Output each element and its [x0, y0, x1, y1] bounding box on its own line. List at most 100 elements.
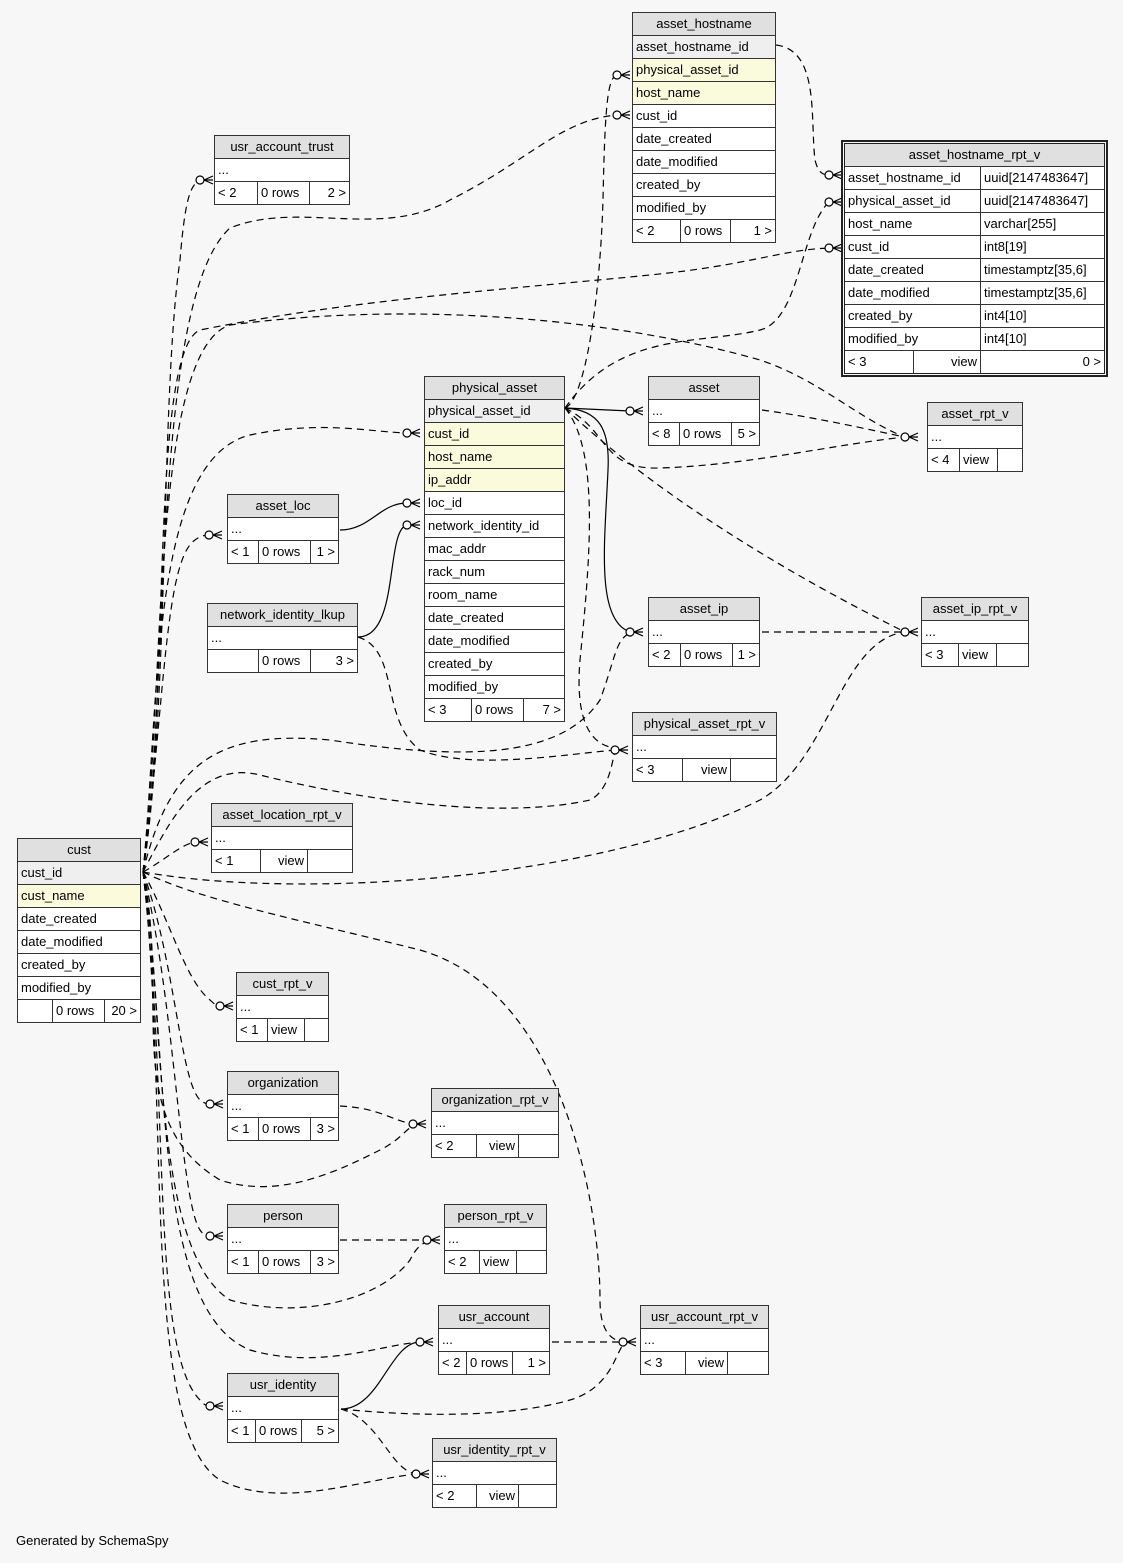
column-row[interactable]: ...: [228, 1228, 338, 1251]
table-title[interactable]: person: [228, 1205, 338, 1228]
table-title[interactable]: asset_hostname: [633, 13, 775, 36]
column-row[interactable]: ip_addr: [425, 469, 564, 492]
column-row[interactable]: mac_addr: [425, 538, 564, 561]
children-count[interactable]: 1 >: [730, 220, 775, 242]
column-row[interactable]: ...: [228, 1397, 338, 1420]
column-row[interactable]: cust_id: [18, 862, 140, 885]
column-row[interactable]: ...: [928, 426, 1022, 449]
parents-count[interactable]: < 1: [231, 544, 250, 559]
column-row[interactable]: host_name: [633, 82, 775, 105]
column-row[interactable]: ...: [237, 996, 328, 1019]
table-title[interactable]: cust_rpt_v: [237, 973, 328, 996]
column-row[interactable]: ...: [228, 518, 338, 541]
children-count[interactable]: [518, 1135, 558, 1157]
parents-count[interactable]: < 3: [848, 354, 867, 369]
column-row[interactable]: ...: [432, 1112, 558, 1135]
table-title[interactable]: asset_loc: [228, 495, 338, 518]
children-count[interactable]: [730, 759, 776, 781]
column-row[interactable]: modified_by: [633, 197, 775, 220]
column-row[interactable]: ...: [433, 1462, 556, 1485]
column-row[interactable]: ...: [445, 1228, 546, 1251]
column-row[interactable]: ...: [922, 621, 1028, 644]
children-count[interactable]: [996, 644, 1028, 666]
column-row[interactable]: date_created: [633, 128, 775, 151]
children-count[interactable]: [997, 449, 1022, 471]
column-row[interactable]: cust_id: [633, 105, 775, 128]
column-row[interactable]: network_identity_id: [425, 515, 564, 538]
column-row[interactable]: ...: [633, 736, 776, 759]
column-row[interactable]: ...: [208, 627, 357, 650]
children-count[interactable]: 20 >: [104, 1000, 140, 1022]
table-title[interactable]: organization: [228, 1072, 338, 1095]
parents-count[interactable]: < 4: [931, 452, 950, 467]
column-row[interactable]: created_by: [633, 174, 775, 197]
parents-count[interactable]: < 1: [231, 1423, 250, 1438]
column-row[interactable]: created_by: [18, 954, 140, 977]
table-title[interactable]: organization_rpt_v: [432, 1089, 558, 1112]
parents-count[interactable]: < 2: [442, 1355, 461, 1370]
table-title[interactable]: usr_identity_rpt_v: [433, 1439, 556, 1462]
children-count[interactable]: [307, 850, 352, 872]
table-title[interactable]: asset_ip_rpt_v: [922, 598, 1028, 621]
children-count[interactable]: [727, 1352, 768, 1374]
column-row[interactable]: ...: [641, 1329, 768, 1352]
table-title[interactable]: physical_asset: [425, 377, 564, 400]
parents-count[interactable]: < 3: [644, 1355, 663, 1370]
children-count[interactable]: 2 >: [309, 182, 349, 204]
children-count[interactable]: 1 >: [310, 541, 338, 563]
column-row[interactable]: ...: [215, 159, 349, 182]
parents-count[interactable]: < 2: [652, 647, 671, 662]
table-title[interactable]: cust: [18, 839, 140, 862]
table-title[interactable]: usr_account_rpt_v: [641, 1306, 768, 1329]
table-title[interactable]: asset_hostname_rpt_v: [845, 144, 1104, 167]
parents-count[interactable]: < 1: [215, 853, 234, 868]
table-title[interactable]: person_rpt_v: [445, 1205, 546, 1228]
parents-count[interactable]: [18, 1000, 52, 1022]
column-row[interactable]: date_modified: [18, 931, 140, 954]
parents-count[interactable]: < 2: [435, 1138, 454, 1153]
table-title[interactable]: asset: [649, 377, 759, 400]
column-row[interactable]: modified_by: [18, 977, 140, 1000]
column-row[interactable]: date_modified: [425, 630, 564, 653]
table-title[interactable]: physical_asset_rpt_v: [633, 713, 776, 736]
parents-count[interactable]: < 3: [428, 702, 447, 717]
children-count[interactable]: 7 >: [523, 699, 564, 721]
column-row[interactable]: rack_num: [425, 561, 564, 584]
parents-count[interactable]: < 8: [652, 426, 671, 441]
column-row[interactable]: physical_asset_id: [425, 400, 564, 423]
table-title[interactable]: usr_account: [439, 1306, 549, 1329]
children-count[interactable]: 1 >: [732, 644, 759, 666]
children-count[interactable]: [304, 1019, 328, 1041]
column-row[interactable]: host_name: [425, 446, 564, 469]
children-count[interactable]: 3 >: [310, 1118, 338, 1140]
column-row[interactable]: loc_id: [425, 492, 564, 515]
children-count[interactable]: 5 >: [731, 423, 759, 445]
parents-count[interactable]: < 1: [240, 1022, 259, 1037]
parents-count[interactable]: < 2: [448, 1254, 467, 1269]
parents-count[interactable]: < 1: [231, 1254, 250, 1269]
column-row[interactable]: ...: [228, 1095, 338, 1118]
children-count[interactable]: [516, 1251, 546, 1273]
column-row[interactable]: date_modified: [633, 151, 775, 174]
table-title[interactable]: usr_account_trust: [215, 136, 349, 159]
column-row[interactable]: ...: [649, 621, 759, 644]
